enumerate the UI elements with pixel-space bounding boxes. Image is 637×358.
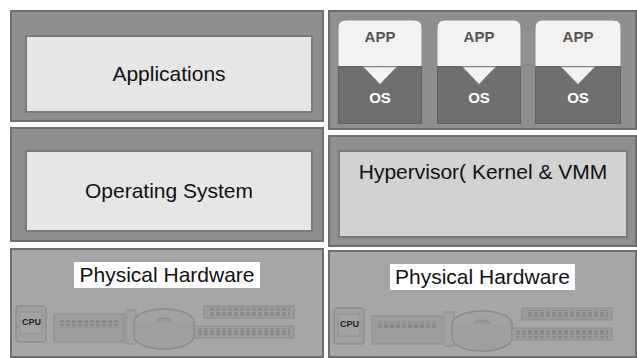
layer-name: Hypervisor( Kernel & VMM — [359, 160, 608, 184]
os-label: OS — [437, 89, 521, 106]
layer-name: Applications — [112, 62, 225, 86]
app-part — [338, 20, 422, 67]
hardware-band: Physical Hardware — [328, 250, 637, 358]
app-label: APP — [365, 28, 396, 45]
hypervisor-box: Hypervisor( Kernel & VMM — [338, 150, 628, 238]
app-label: APP — [464, 28, 495, 45]
funnel — [462, 67, 496, 85]
os-part — [338, 67, 422, 124]
vm-icon: APP OS — [437, 20, 521, 124]
os-label: OS — [535, 89, 621, 106]
app-label: APP — [563, 28, 594, 45]
layer-name: Physical Hardware — [390, 264, 575, 290]
cpu-label: CPU — [22, 317, 41, 327]
cpu-label: CPU — [340, 319, 359, 329]
layer-box: Operating System — [25, 150, 313, 232]
layer-box: Applications — [25, 35, 313, 113]
os-part — [437, 67, 521, 124]
vm-icon: APP OS — [535, 20, 621, 124]
hardware-band: Physical Hardware — [10, 248, 324, 358]
layer-name: Operating System — [85, 179, 253, 203]
os-part — [535, 67, 621, 124]
app-part — [437, 20, 521, 67]
os-label: OS — [338, 89, 422, 106]
app-part — [535, 20, 621, 67]
funnel — [561, 67, 595, 85]
vm-icon: APP OS — [338, 20, 422, 124]
funnel — [363, 67, 397, 85]
layer-name: Physical Hardware — [74, 262, 259, 288]
